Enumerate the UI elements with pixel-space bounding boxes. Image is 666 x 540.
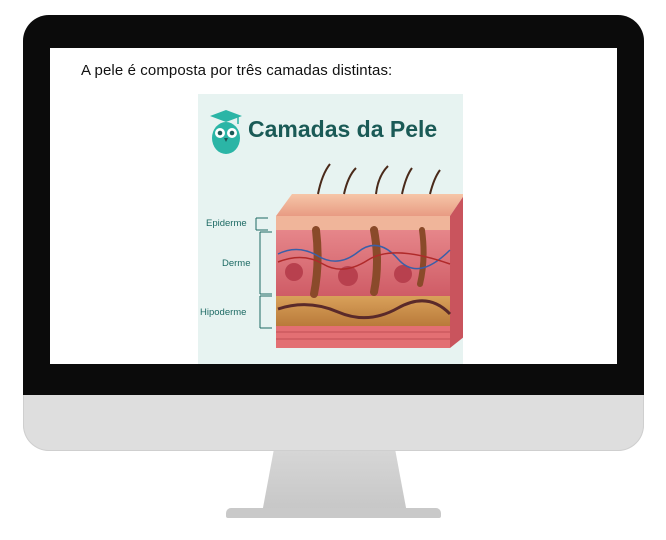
owl-graduate-icon	[210, 110, 242, 154]
skin-layers-figure: Camadas da Pele Epiderme Derme Hipoderme	[198, 94, 463, 364]
label-derme: Derme	[222, 258, 251, 269]
monitor-stand-base	[226, 508, 441, 518]
skin-cross-section-illustration	[255, 163, 463, 348]
monitor-bezel: A pele é composta por três camadas disti…	[23, 15, 644, 395]
desktop-monitor: A pele é composta por três camadas disti…	[23, 15, 644, 451]
monitor-stand-neck	[262, 451, 407, 513]
label-hipoderme: Hipoderme	[200, 307, 247, 318]
label-epiderme: Epiderme	[206, 218, 247, 229]
figure-title: Camadas da Pele	[248, 116, 438, 142]
monitor-screen: A pele é composta por três camadas disti…	[50, 48, 617, 364]
lead-text: A pele é composta por três camadas disti…	[81, 62, 393, 79]
